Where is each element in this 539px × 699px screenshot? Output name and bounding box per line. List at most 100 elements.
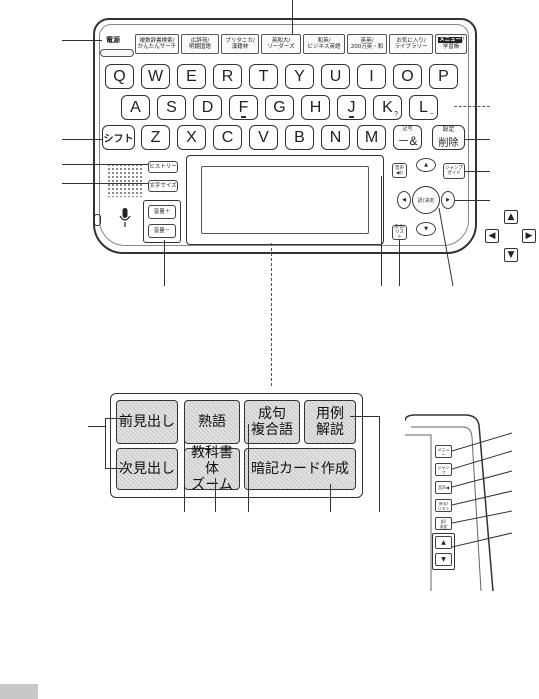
history-button[interactable]: ヒストリー bbox=[148, 161, 178, 173]
key-f[interactable]: F bbox=[229, 95, 258, 120]
detail-back-list-key[interactable]: 戻る/ リスト bbox=[435, 499, 452, 512]
function-key-britannica[interactable]: ブリタニカ/ 漢籍林 bbox=[221, 34, 259, 54]
leader-line bbox=[184, 430, 185, 512]
leader-line bbox=[435, 207, 465, 287]
key-b[interactable]: B bbox=[285, 125, 314, 150]
back-list-button[interactable]: 戻る/ リスト bbox=[392, 225, 407, 240]
page-tab-marker bbox=[0, 684, 38, 699]
volume-down-button[interactable]: 音量－ bbox=[148, 224, 176, 238]
leader-line bbox=[105, 418, 106, 468]
phrase-compound-button[interactable]: 成句 複合語 bbox=[244, 400, 300, 444]
key-w[interactable]: W bbox=[141, 64, 170, 89]
font-size-button[interactable]: 文字サイズ bbox=[148, 180, 178, 192]
leader-line bbox=[215, 478, 216, 512]
voice-button[interactable]: 音声 ◀)) bbox=[392, 163, 407, 178]
volume-key-frame bbox=[143, 200, 181, 243]
key-c[interactable]: C bbox=[213, 125, 242, 150]
flashcard-create-button[interactable]: 暗記カード作成 bbox=[244, 448, 356, 490]
symbol-key[interactable]: 記号 －& bbox=[393, 125, 422, 150]
key-l-label: L bbox=[419, 98, 428, 116]
strap-hole bbox=[94, 214, 101, 226]
detail-vol-down-key[interactable]: ▼ bbox=[435, 553, 452, 566]
enter-button[interactable]: 訳/決定 bbox=[412, 186, 440, 214]
function-key-eiei[interactable]: 英英/ 200万英・和 bbox=[347, 34, 387, 54]
function-key-waei[interactable]: 和英/ ビジネス英語 bbox=[303, 34, 345, 54]
key-o[interactable]: O bbox=[393, 64, 422, 89]
key-z[interactable]: Z bbox=[141, 125, 170, 150]
shift-key[interactable]: シフト bbox=[102, 125, 135, 150]
key-k-label: K bbox=[382, 98, 393, 116]
key-e[interactable]: E bbox=[177, 64, 206, 89]
display-screen bbox=[201, 166, 369, 234]
detail-enter-key[interactable]: 訳/ 決定 bbox=[435, 517, 452, 530]
function-key-kojien[interactable]: 広辞苑/ 明鏡国語 bbox=[181, 34, 219, 54]
key-g[interactable]: G bbox=[265, 95, 294, 120]
cursor-right-button[interactable]: ▶ bbox=[441, 191, 455, 209]
leader-line bbox=[105, 418, 127, 419]
leader-line bbox=[465, 171, 490, 172]
key-m[interactable]: M bbox=[357, 125, 386, 150]
leader-line bbox=[465, 139, 490, 140]
key-x[interactable]: X bbox=[177, 125, 206, 150]
home-bump bbox=[241, 116, 246, 118]
volume-up-button[interactable]: 音量＋ bbox=[148, 205, 176, 219]
cursor-left-button[interactable]: ◀ bbox=[397, 191, 411, 209]
display-frame bbox=[186, 155, 384, 245]
key-v[interactable]: V bbox=[249, 125, 278, 150]
function-key-favorites[interactable]: お気に入り/ ライブラリー bbox=[389, 34, 433, 54]
detail-vol-up-key[interactable]: ▲ bbox=[435, 536, 452, 549]
device-side-detail bbox=[404, 413, 495, 593]
function-key-multi-search[interactable]: 複数辞書検索/ かんたんサーチ bbox=[135, 34, 179, 54]
arrow-down-legend: ▼ bbox=[504, 248, 518, 262]
key-p[interactable]: P bbox=[429, 64, 458, 89]
key-j-label: J bbox=[347, 98, 356, 116]
idiom-button[interactable]: 熟語 bbox=[184, 400, 240, 444]
detail-voice-key[interactable]: 音声◀ bbox=[435, 481, 452, 494]
key-k-sub: ? bbox=[394, 111, 398, 118]
key-u[interactable]: U bbox=[321, 64, 350, 89]
prev-entry-button[interactable]: 前見出し bbox=[116, 400, 178, 444]
device-rim bbox=[99, 24, 469, 246]
textbook-zoom-label: 教科書体 ズーム bbox=[191, 445, 233, 493]
leader-line bbox=[62, 40, 102, 41]
key-y[interactable]: Y bbox=[285, 64, 314, 89]
key-i[interactable]: I bbox=[357, 64, 386, 89]
arrow-right-legend: ▶ bbox=[522, 229, 536, 243]
example-explanation-button[interactable]: 用例 解説 bbox=[304, 400, 356, 444]
detail-jump-key[interactable]: ジャンプ bbox=[435, 463, 452, 476]
left-arrow-icon: ◀ bbox=[402, 197, 406, 203]
leader-line bbox=[292, 0, 293, 34]
delete-key-top: 設定 bbox=[442, 126, 455, 133]
textbook-zoom-button[interactable]: 教科書体 ズーム bbox=[184, 445, 240, 493]
key-d[interactable]: D bbox=[193, 95, 222, 120]
menu-button[interactable]: メニュー/ 学習帳 bbox=[435, 34, 467, 54]
key-r[interactable]: R bbox=[213, 64, 242, 89]
leader-line bbox=[350, 416, 380, 417]
key-k[interactable]: K? bbox=[373, 95, 402, 120]
leader-line bbox=[455, 200, 490, 201]
key-j[interactable]: J bbox=[337, 95, 366, 120]
leader-line bbox=[62, 139, 102, 140]
next-entry-button[interactable]: 次見出し bbox=[116, 448, 178, 490]
speaker-grille bbox=[107, 163, 143, 197]
symbol-key-top: 記号 bbox=[402, 126, 413, 132]
leader-line bbox=[248, 424, 249, 512]
key-a[interactable]: A bbox=[121, 95, 150, 120]
function-key-eiwa[interactable]: 英和大/ リーダーズ bbox=[261, 34, 301, 54]
cursor-down-button[interactable]: ▼ bbox=[416, 222, 436, 236]
leader-line bbox=[399, 240, 400, 286]
key-s[interactable]: S bbox=[157, 95, 186, 120]
power-button[interactable]: 電源 bbox=[106, 36, 120, 44]
volume-up-label: 音量＋ bbox=[153, 209, 171, 215]
key-n[interactable]: N bbox=[321, 125, 350, 150]
right-arrow-icon: ▶ bbox=[446, 197, 450, 203]
key-t[interactable]: T bbox=[249, 64, 278, 89]
key-l[interactable]: L~ bbox=[409, 95, 438, 120]
key-h[interactable]: H bbox=[301, 95, 330, 120]
jump-guide-button[interactable]: ジャンプ ガイド bbox=[443, 163, 465, 179]
delete-key[interactable]: 設定 削除 bbox=[432, 125, 465, 150]
cursor-up-button[interactable]: ▲ bbox=[416, 158, 436, 172]
prev-entry-label: 前見出し bbox=[119, 414, 175, 430]
detail-menu-key[interactable]: メニュー bbox=[435, 445, 452, 458]
key-q[interactable]: Q bbox=[105, 64, 134, 89]
